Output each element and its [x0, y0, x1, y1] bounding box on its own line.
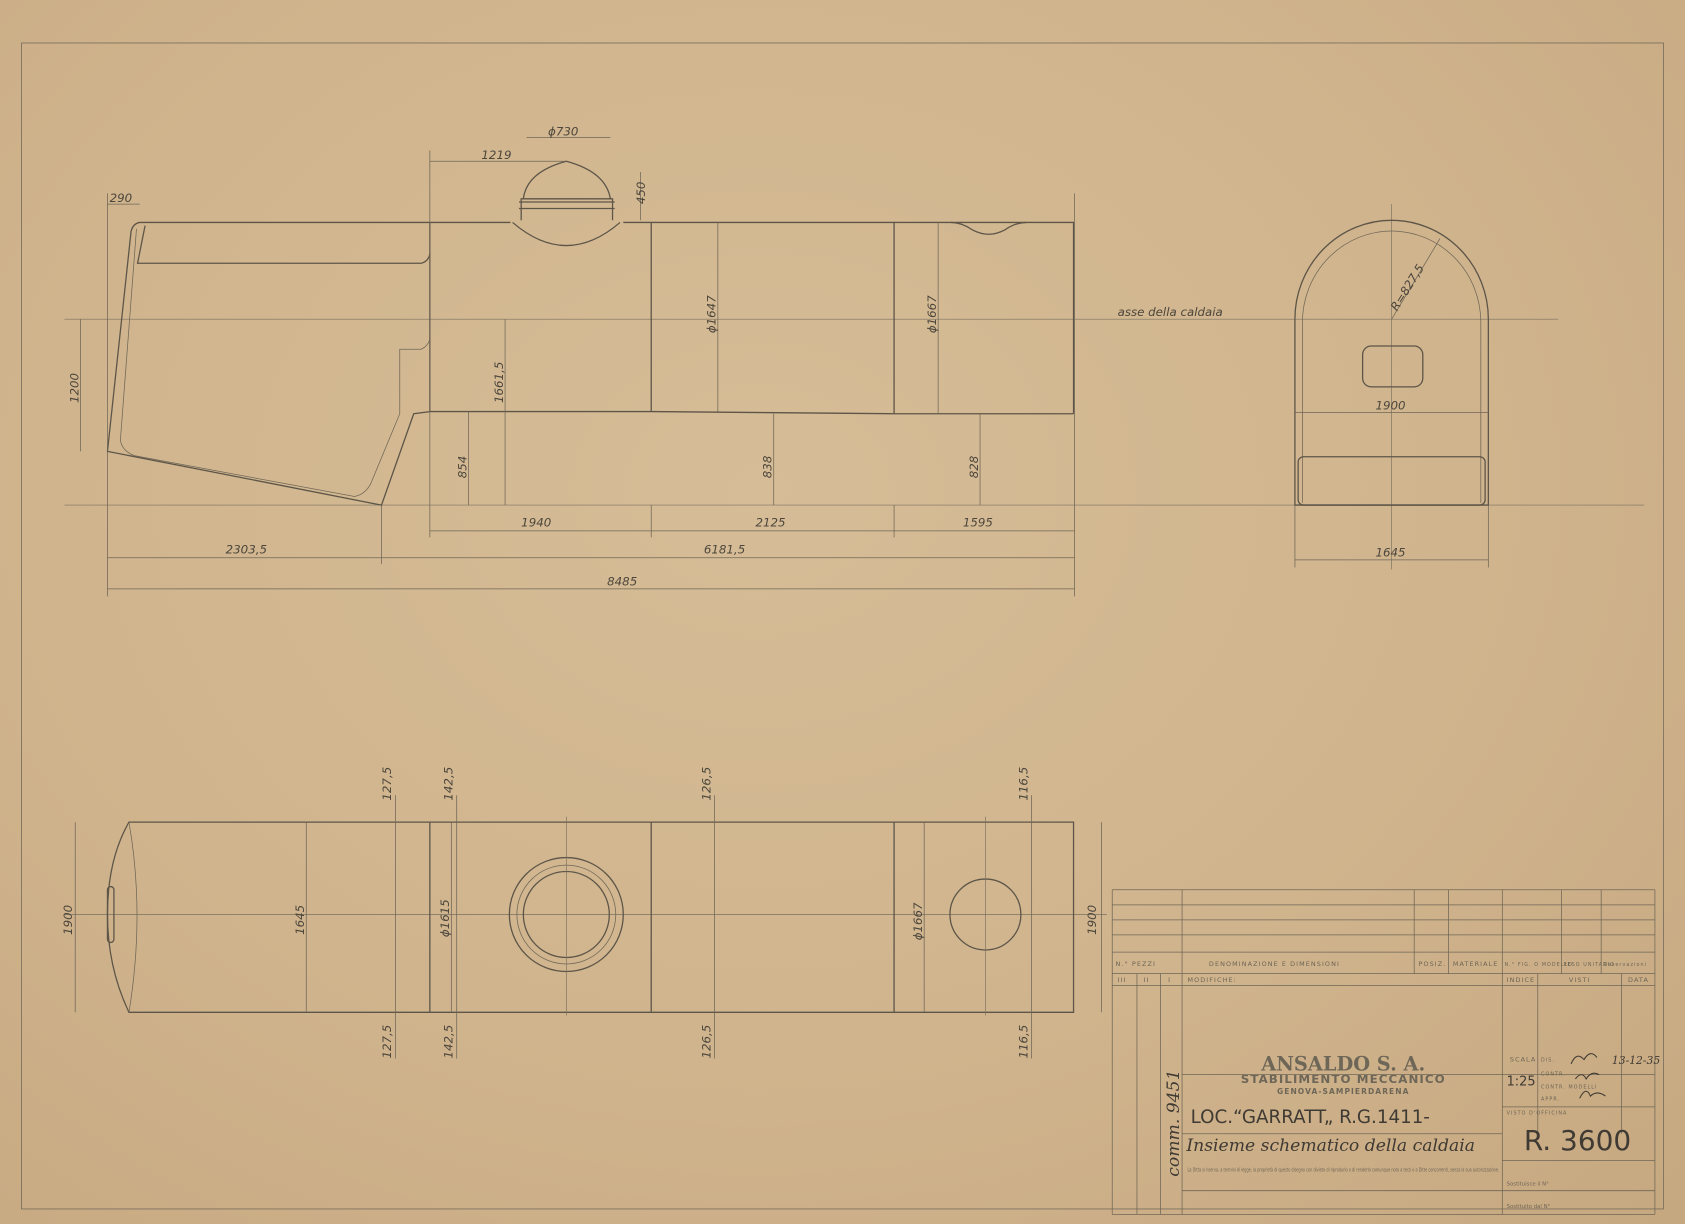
ashpan	[1297, 456, 1486, 506]
firebox-inner	[119, 228, 431, 497]
dim-offset-bottom-4: 116,5	[1016, 1025, 1030, 1059]
dim-offset-top-4: 116,5	[1016, 767, 1030, 801]
dim-offset-bottom-1: 127,5	[380, 1025, 394, 1059]
end-view-outline	[1294, 219, 1489, 506]
scale-label: SCALA	[1510, 1056, 1536, 1064]
dim-firebox-length: 2303,5	[226, 542, 267, 556]
side-view: asse della caldaia 290 1219 ϕ730 450	[64, 124, 1645, 597]
dim-end-width-top: 1900	[1376, 398, 1406, 412]
mod-label: MODIFICHE:	[1187, 976, 1236, 984]
drawing-title: LOC.“GARRATT„ R.G.1411-	[1191, 1107, 1430, 1128]
sign-label-approved: APPR.	[1541, 1096, 1560, 1102]
dim-ring-2-length: 2125	[755, 516, 785, 530]
firebox-crown	[136, 225, 431, 264]
dim-axis-height-1: 1661,5	[492, 362, 506, 403]
mod-col-3: III	[1118, 976, 1127, 984]
sign-label-checked: CONTR.	[1541, 1072, 1566, 1078]
visti-label: VISTI	[1569, 976, 1591, 984]
header-material: MATERIALE	[1453, 960, 1499, 968]
plan-outline	[106, 821, 1075, 1013]
dim-barrel-diameter-plan: ϕ1615	[438, 899, 452, 937]
dim-plan-width-right: 1900	[1085, 905, 1099, 935]
dim-crown-radius: R=827,5	[1388, 262, 1427, 313]
dim-dome-diameter: ϕ730	[548, 124, 578, 138]
header-notes: Osservazioni	[1603, 962, 1647, 968]
sign-label-models: CONTR. MODELLI	[1541, 1085, 1598, 1091]
dim-firebox-width: 1645	[293, 905, 307, 935]
sheet-border	[21, 42, 1664, 1210]
plan-view: 1900 1645 ϕ1615 ϕ1667 1900 127,5 127,5 1…	[61, 767, 1107, 1059]
sign-label-drawn: DIS.	[1541, 1058, 1555, 1064]
drawing-subtitle: Insieme schematico della caldaia	[1185, 1136, 1475, 1156]
dim-firebox-depth: 1200	[67, 373, 81, 403]
date-label: DATA	[1628, 976, 1649, 984]
dim-clearance-3: 828	[967, 456, 981, 479]
mod-col-2: II	[1143, 976, 1149, 984]
dim-offset-bottom-3: 126,5	[699, 1025, 713, 1059]
dim-smokebox-length: 1595	[963, 516, 993, 530]
company-name: ANSALDO S. A.	[1260, 1052, 1425, 1075]
dim-clearance-1: 854	[455, 456, 469, 479]
sign-label-workshop: VISTO D'OFFICINA	[1507, 1110, 1568, 1116]
radius-line	[1391, 238, 1441, 320]
header-position: POSIZ.	[1418, 960, 1446, 968]
copyright-notice: La Ditta si riserva, a termini di legge,…	[1187, 1166, 1499, 1173]
dim-offset-bottom-2: 142,5	[441, 1025, 455, 1059]
drawing-date: 13-12-35	[1612, 1054, 1660, 1067]
barrel-outline	[429, 221, 1075, 415]
dim-barrel-diameter-2: ϕ1667	[925, 295, 939, 333]
fire-door	[1361, 345, 1424, 388]
axis-label: asse della caldaia	[1118, 305, 1223, 319]
signatures	[1570, 1053, 1606, 1099]
header-figure: N.° FIG. O MODELLO	[1504, 962, 1573, 968]
dim-firebox-slope: 290	[110, 191, 133, 205]
dim-offset-top-1: 127,5	[380, 767, 394, 801]
plan-slot	[106, 885, 115, 944]
steam-dome	[512, 160, 621, 247]
dim-clearance-2: 838	[761, 456, 775, 479]
header-pieces: N.° PEZZI	[1115, 960, 1155, 968]
dim-smokebox-diameter-plan: ϕ1667	[911, 902, 925, 940]
firebox-outline	[106, 221, 430, 506]
dim-dome-height: 450	[634, 182, 648, 205]
title-block: N.° PEZZI DENOMINAZIONE E DIMENSIONI POS…	[1111, 889, 1660, 1215]
dim-total-length: 8485	[607, 575, 637, 589]
scale-value: 1:25	[1507, 1074, 1536, 1089]
substitutes-label: Sostituisce il N°	[1507, 1181, 1549, 1187]
plan-throatplate	[128, 822, 138, 1013]
dim-plan-width-left: 1900	[61, 905, 75, 935]
drawing-number: R. 3600	[1524, 1124, 1631, 1157]
smokebox-notch	[951, 221, 1027, 235]
dim-barrel-length: 6181,5	[704, 542, 745, 556]
index-label: INDICE	[1507, 976, 1536, 984]
replaced-by-label: Sostituito dal N°	[1507, 1204, 1551, 1210]
dim-end-width-bottom: 1645	[1376, 546, 1406, 560]
dim-dome-position: 1219	[481, 148, 511, 162]
company-location: GENOVA-SAMPIERDARENA	[1277, 1087, 1410, 1096]
company-division: STABILIMENTO MECCANICO	[1241, 1072, 1446, 1086]
header-weight: PESO UNITARIO	[1564, 962, 1615, 968]
dim-offset-top-2: 142,5	[441, 767, 455, 801]
commission-number: comm. 9451	[1164, 1069, 1184, 1176]
plan-dimension-lines	[74, 795, 1102, 1059]
dim-offset-top-3: 126,5	[699, 767, 713, 801]
side-dimension-lines	[80, 137, 1075, 597]
mod-col-1: I	[1168, 976, 1171, 984]
dim-barrel-diameter-1: ϕ1647	[705, 295, 719, 333]
dim-ring-1-length: 1940	[521, 516, 551, 530]
end-view: R=827,5 1900 1645	[1294, 204, 1489, 570]
header-description: DENOMINAZIONE E DIMENSIONI	[1209, 960, 1340, 968]
